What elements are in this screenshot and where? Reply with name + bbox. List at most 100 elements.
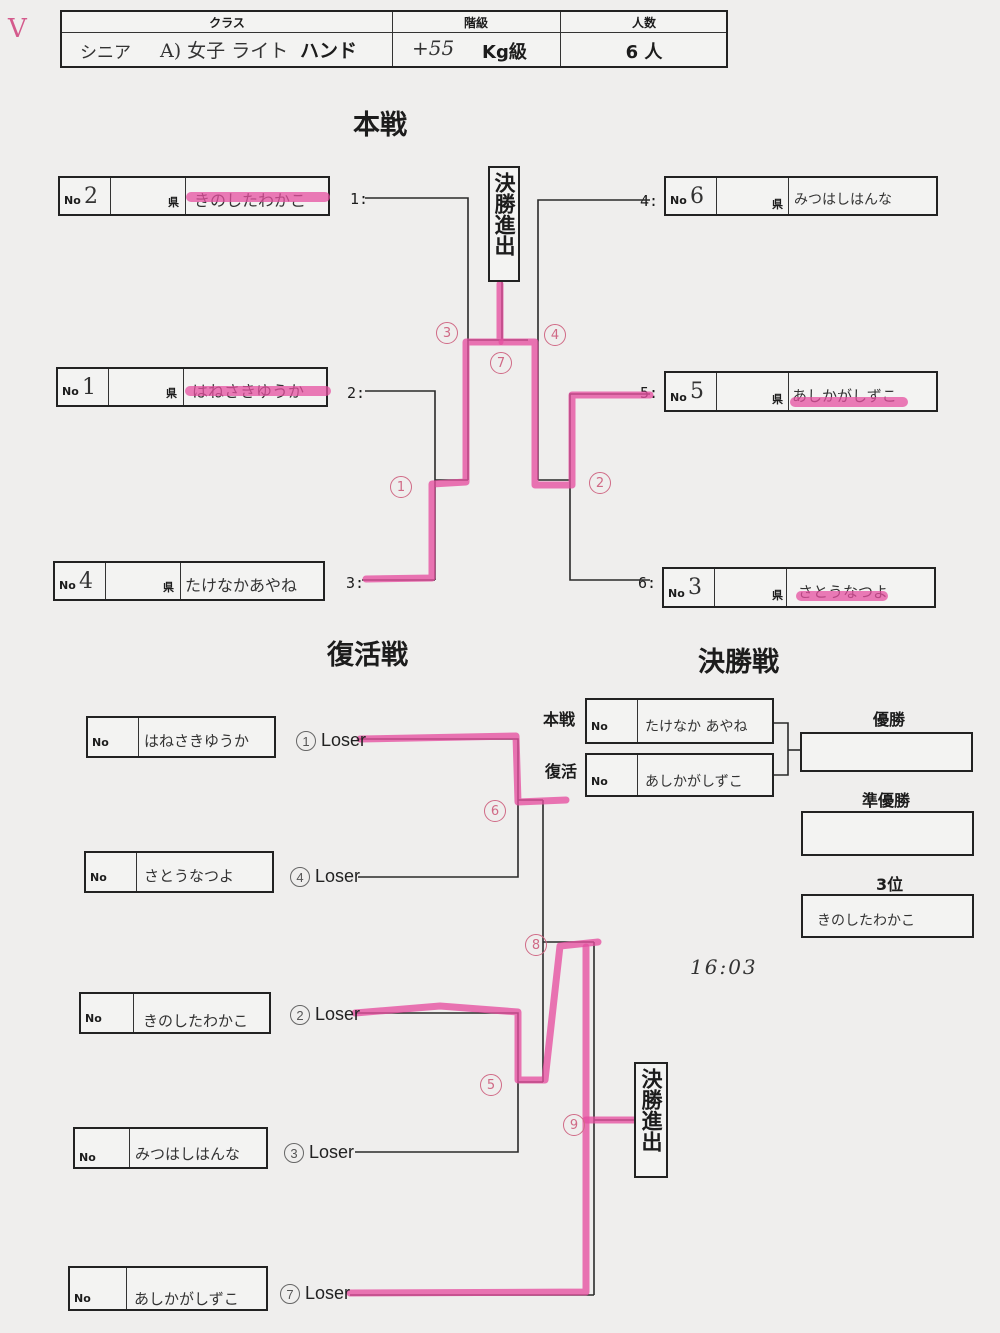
match-number: 5: [480, 1074, 502, 1096]
entry-number: 3: [688, 575, 702, 600]
name-highlight: [790, 397, 908, 407]
pref-label: 県: [163, 581, 174, 594]
runner-up-box: [801, 811, 974, 856]
no-label: No: [64, 194, 81, 207]
match-number: 3: [436, 322, 458, 344]
loser-label: 2 Loser: [290, 1004, 360, 1025]
no-label: No: [90, 871, 107, 884]
entry-name: あしかがしずこ: [134, 1290, 239, 1308]
no-label: No: [591, 720, 608, 733]
class-header: クラス: [209, 16, 245, 30]
repechage-entry-box: No はねさきゆうか: [86, 716, 276, 758]
entry-name: さとうなつよ: [144, 867, 235, 885]
third-label: 3位: [876, 875, 904, 894]
match-number: 8: [525, 934, 547, 956]
loser-text: Loser: [305, 1283, 351, 1303]
weight-unit: Kg級: [482, 42, 527, 63]
match-ref: 2: [290, 1005, 310, 1025]
main-bout-title: 本戦: [353, 110, 407, 141]
match-number: 6: [484, 800, 506, 822]
entry-name: たけなか あやね: [645, 719, 748, 735]
corner-check-mark: V: [8, 14, 27, 44]
no-label: No: [79, 1151, 96, 1164]
slot-label: 4:: [640, 192, 659, 210]
no-label: No: [668, 587, 685, 600]
pref-label: 県: [168, 196, 179, 209]
runner-up-label: 準優勝: [862, 791, 911, 810]
entry-number: 6: [690, 184, 704, 209]
name-highlight: [796, 591, 888, 601]
match-ref: 3: [284, 1143, 304, 1163]
entry-box: No 6 県 みつはしはんな: [664, 176, 938, 216]
entry-name: みつはしはんな: [794, 192, 892, 208]
count-value: 6 人: [625, 42, 663, 63]
loser-label: 1 Loser: [296, 730, 366, 751]
final-main-label: 本戦: [543, 710, 576, 729]
pref-label: 県: [166, 387, 177, 400]
no-label: No: [670, 391, 687, 404]
match-ref: 7: [280, 1284, 300, 1304]
repechage-entry-box: No さとうなつよ: [84, 851, 274, 893]
entry-name: たけなかあやね: [185, 576, 298, 595]
third-place-box: きのしたわかこ: [801, 894, 974, 938]
no-label: No: [591, 775, 608, 788]
advance-to-final-box-main: 決勝進出: [488, 166, 520, 282]
loser-label: 4 Loser: [290, 866, 360, 887]
no-label: No: [74, 1292, 91, 1305]
third-name: きのしたわかこ: [817, 913, 915, 929]
entry-name: はねさきゆうか: [144, 732, 250, 750]
entry-name: きのしたわかこ: [143, 1012, 249, 1030]
pref-label: 県: [772, 198, 783, 211]
class-value: A) 女子 ライト: [160, 40, 289, 62]
repechage-entry-box: No きのしたわかこ: [79, 992, 271, 1034]
final-rep-label: 復活: [545, 762, 578, 781]
advance-text: 決勝進出: [639, 1068, 663, 1152]
no-label: No: [85, 1012, 102, 1025]
loser-text: Loser: [309, 1142, 355, 1162]
advance-text: 決勝進出: [492, 172, 516, 256]
match-number: 1: [390, 476, 412, 498]
match-number: 9: [563, 1114, 585, 1136]
repechage-entry-box: No あしかがしずこ: [68, 1266, 268, 1311]
entry-number: 2: [84, 184, 98, 209]
entry-box: No 4 県 たけなかあやね: [53, 561, 325, 601]
loser-text: Loser: [315, 866, 361, 886]
slot-label: 2:: [347, 384, 366, 402]
match-number: 7: [490, 352, 512, 374]
repechage-title: 復活戦: [327, 640, 408, 671]
header-table: クラス 階級 人数 シニア A) 女子 ライト ハンド +55 Kg級 6 人: [60, 10, 728, 68]
class-suffix: ハンド: [300, 40, 358, 62]
winner-label: 優勝: [873, 710, 906, 729]
final-title: 決勝戦: [698, 647, 779, 678]
match-number: 2: [589, 472, 611, 494]
weight-value: +55: [412, 36, 455, 60]
no-label: No: [59, 579, 76, 592]
no-label: No: [670, 194, 687, 207]
slot-label: 1:: [350, 190, 369, 208]
loser-text: Loser: [321, 730, 367, 750]
pref-label: 県: [772, 589, 783, 602]
pref-label: 県: [772, 393, 783, 406]
entry-number: 4: [79, 569, 93, 594]
rank-header: 階級: [463, 16, 488, 30]
winner-box: [800, 732, 973, 772]
class-prefix: シニア: [80, 43, 131, 63]
name-highlight: [185, 386, 331, 396]
entry-number: 5: [690, 379, 704, 404]
slot-label: 6:: [638, 574, 657, 592]
entry-name: みつはしはんな: [135, 1145, 241, 1163]
entry-box: No 3 県 さとうなつよ: [662, 567, 936, 608]
no-label: No: [92, 736, 109, 749]
loser-label: 3 Loser: [284, 1142, 354, 1163]
final-main-entry: No たけなか あやね: [585, 698, 774, 744]
match-ref: 4: [290, 867, 310, 887]
name-highlight: [186, 192, 330, 202]
entry-number: 1: [82, 375, 96, 400]
loser-label: 7 Loser: [280, 1283, 350, 1304]
count-header: 人数: [631, 16, 656, 30]
slot-label: 3:: [346, 574, 365, 592]
no-label: No: [62, 385, 79, 398]
advance-to-final-box-repechage: 決勝進出: [634, 1062, 668, 1178]
final-rep-entry: No あしかがしずこ: [585, 753, 774, 797]
